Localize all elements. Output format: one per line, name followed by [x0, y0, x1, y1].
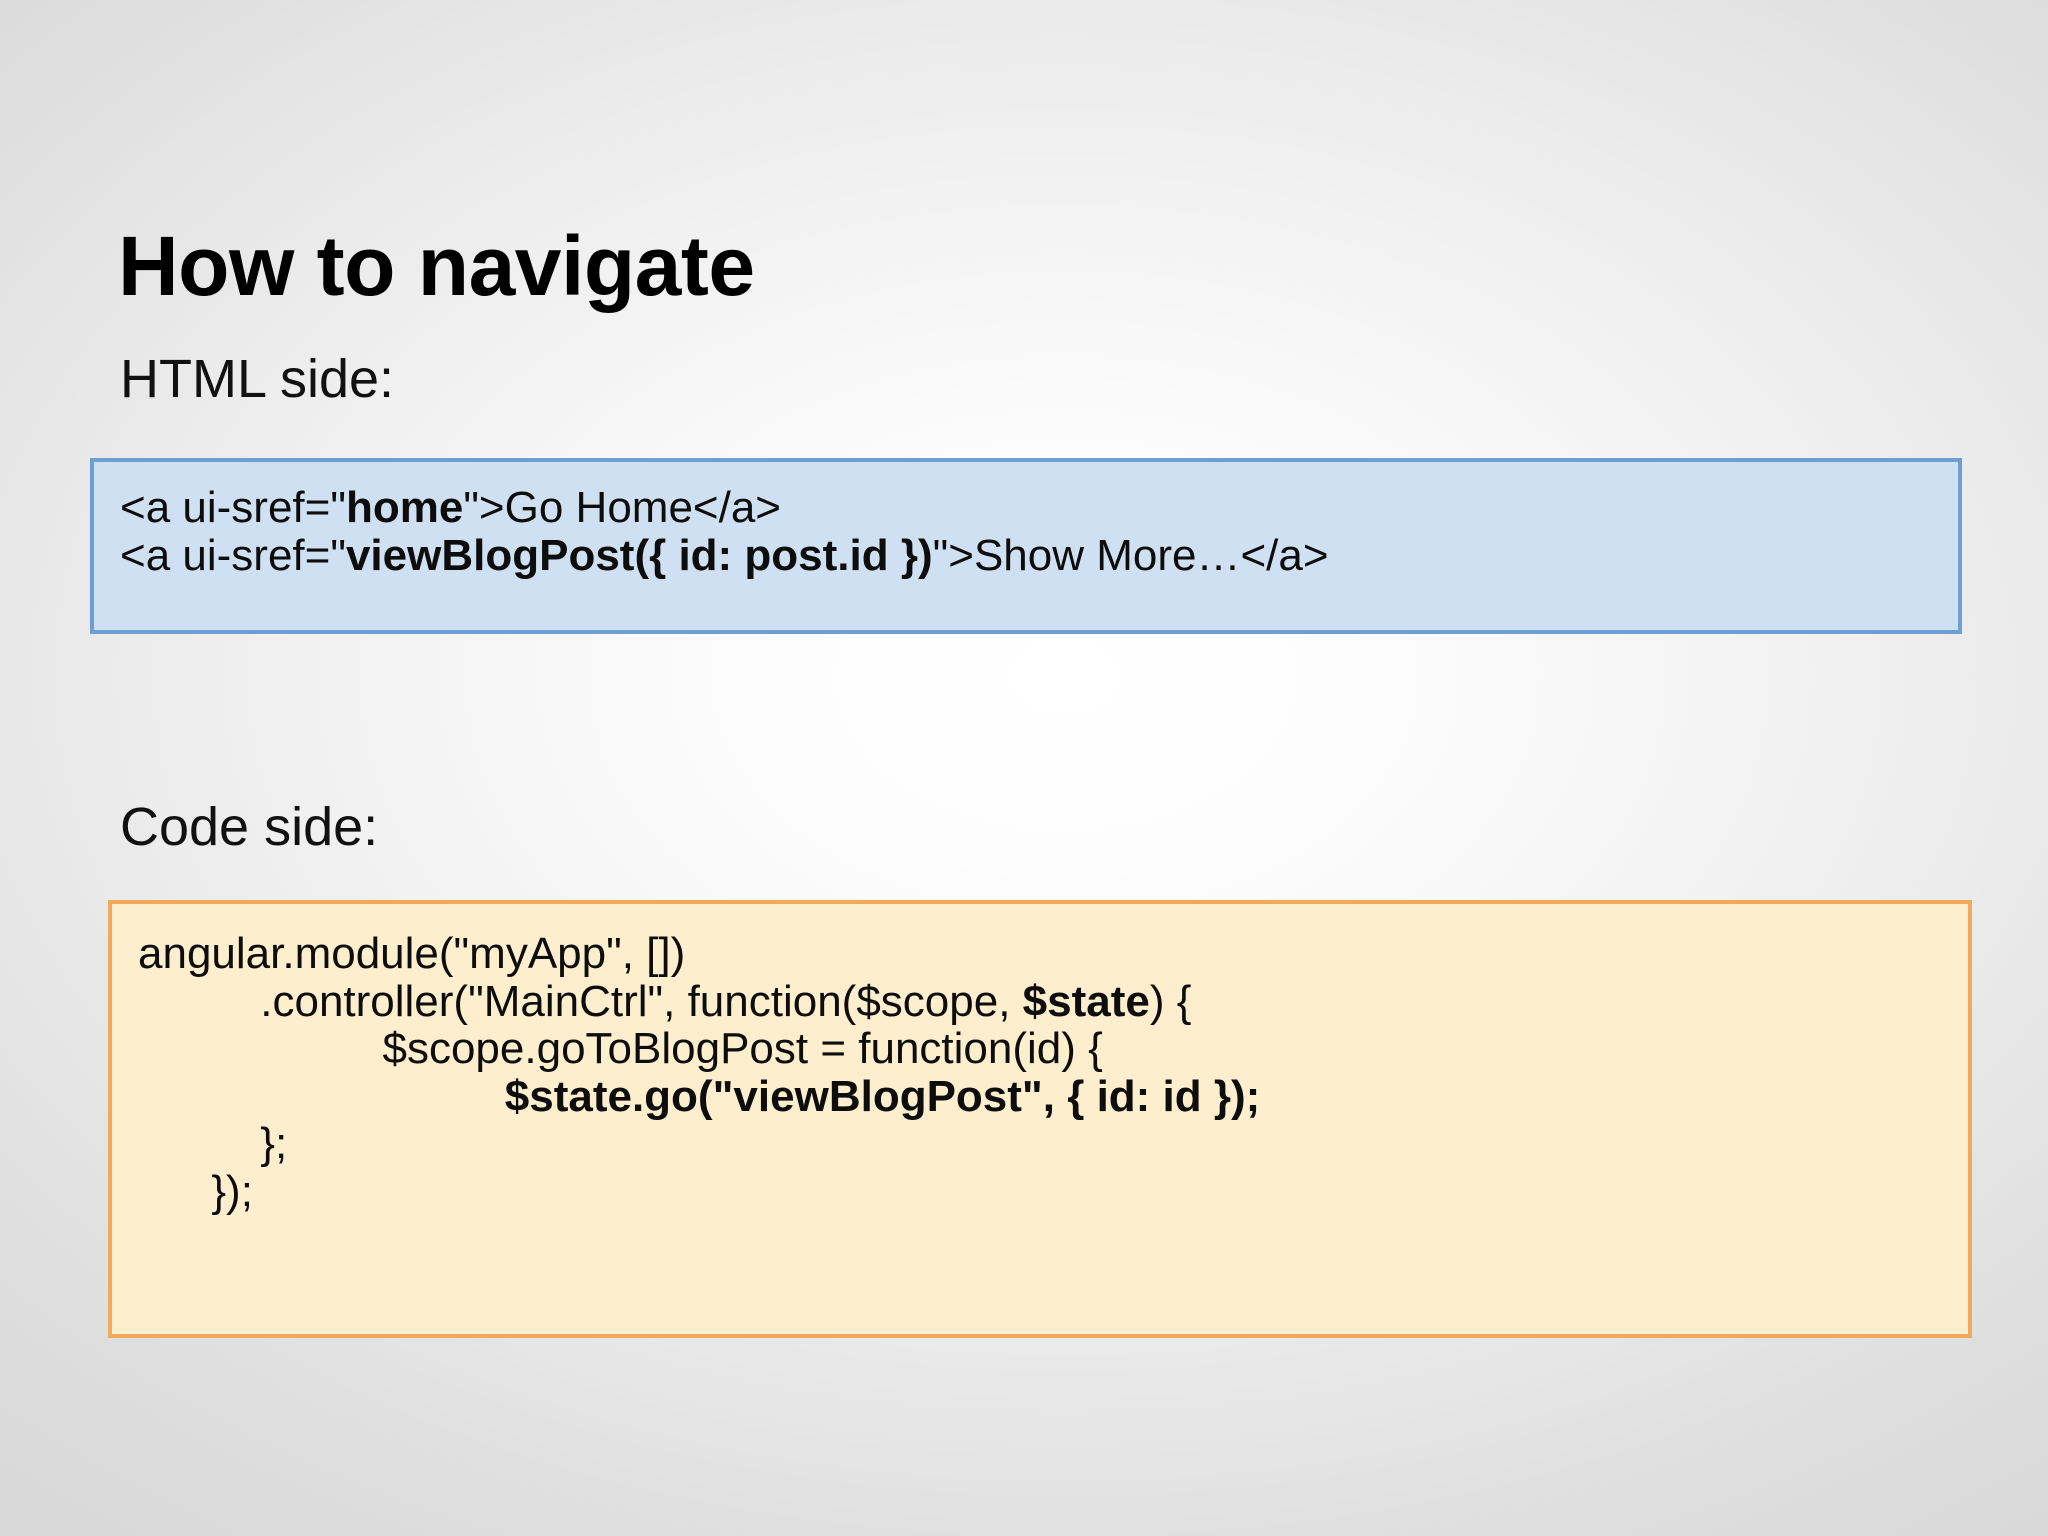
code-token: angular.module("myApp", []): [138, 929, 686, 978]
code-token: });: [138, 1166, 253, 1216]
code-token: <a ui-sref=": [120, 483, 346, 532]
angular-code-box: angular.module("myApp", []) .controller(…: [108, 900, 1972, 1338]
code-line: <a ui-sref="viewBlogPost({ id: post.id }…: [120, 530, 1932, 580]
code-side-label: Code side:: [120, 797, 379, 857]
code-token: <a ui-sref=": [120, 530, 346, 580]
page-title: How to navigate: [118, 219, 755, 314]
code-token: $scope.goToBlogPost = function(id) {: [138, 1024, 1103, 1074]
code-line: $state.go("viewBlogPost", { id: id });: [138, 1071, 1942, 1121]
code-token-emphasis: home: [345, 483, 464, 532]
html-side-label: HTML side:: [120, 349, 395, 409]
code-line: });: [138, 1166, 1942, 1216]
code-token: [138, 1072, 505, 1121]
code-token: .controller("MainCtrl", function($scope,: [138, 976, 1023, 1026]
code-token-emphasis: $state.go("viewBlogPost", { id: id });: [504, 1071, 1261, 1121]
code-token: ) {: [1149, 976, 1192, 1026]
code-token-emphasis: $state: [1022, 976, 1150, 1026]
code-token-emphasis: viewBlogPost({ id: post.id }): [345, 530, 933, 580]
code-token: ">Show More…</a>: [932, 530, 1329, 580]
code-line: angular.module("myApp", []): [138, 930, 1942, 978]
code-line: $scope.goToBlogPost = function(id) {: [138, 1025, 1942, 1073]
code-token: ">Go Home</a>: [463, 483, 782, 532]
code-token: };: [138, 1119, 288, 1169]
code-line: };: [138, 1120, 1942, 1168]
code-line: <a ui-sref="home">Go Home</a>: [120, 484, 1932, 532]
code-line: .controller("MainCtrl", function($scope,…: [138, 976, 1942, 1026]
html-code-box: <a ui-sref="home">Go Home</a><a ui-sref=…: [90, 458, 1962, 634]
